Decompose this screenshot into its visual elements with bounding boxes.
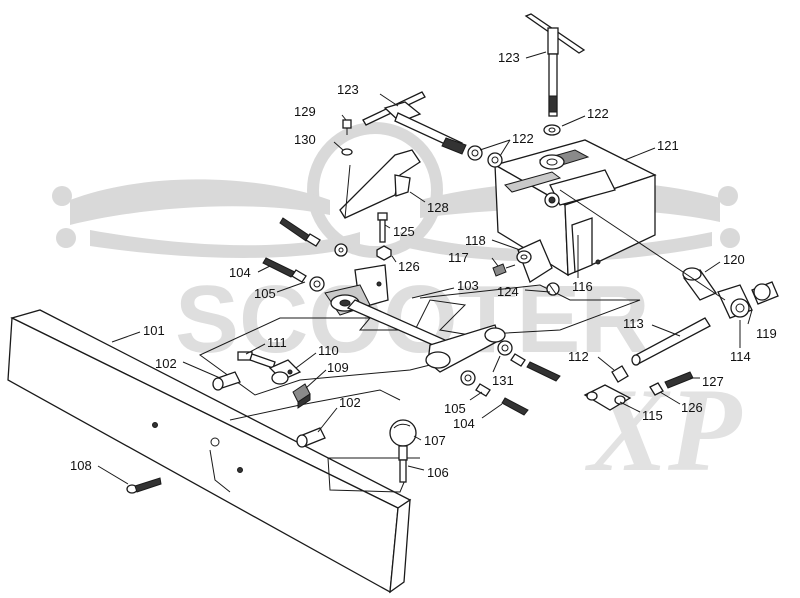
label-123: 123 — [498, 50, 520, 65]
label-104: 104 — [229, 265, 251, 280]
label-112: 112 — [568, 349, 589, 364]
label-124: 124 — [497, 284, 519, 299]
label-122: 122 — [587, 106, 609, 121]
part-123-t-handle-vertical — [524, 13, 586, 117]
label-122: 122 — [512, 131, 534, 146]
part-103-slide-assembly — [324, 264, 506, 373]
leader-lines — [97, 51, 753, 485]
label-111: 111 — [267, 335, 287, 350]
label-102: 102 — [155, 356, 177, 371]
part-123-t-handle-horizontal — [362, 91, 467, 155]
label-105: 105 — [444, 401, 466, 416]
part-104-105-131-right-studs — [460, 340, 561, 416]
label-117: 117 — [448, 250, 469, 265]
label-109: 109 — [327, 360, 349, 375]
label-118: 118 — [465, 233, 486, 248]
label-126: 126 — [398, 259, 420, 274]
part-102-pins — [212, 371, 326, 448]
part-113-114-119-120-shafts — [559, 189, 779, 366]
label-121: 121 — [657, 138, 679, 153]
part-122-washers — [467, 124, 565, 170]
label-125: 125 — [393, 224, 415, 239]
part-112-115-126-127-clip — [583, 365, 694, 411]
label-103: 103 — [457, 278, 479, 293]
part-101-fence-bar — [7, 309, 412, 594]
label-106: 106 — [427, 465, 449, 480]
label-113: 113 — [623, 316, 644, 331]
part-109-110-111-clamp — [237, 351, 311, 409]
part-104-105-left-studs — [262, 217, 348, 292]
scooter-watermark: SCOOTER XP — [52, 122, 743, 496]
label-116: 116 — [572, 279, 593, 294]
label-126: 126 — [681, 400, 703, 415]
label-101: 101 — [143, 323, 165, 338]
part-128-bracket — [339, 149, 421, 219]
watermark-suffix-text: XP — [584, 363, 743, 496]
label-128: 128 — [427, 200, 449, 215]
label-130: 130 — [294, 132, 316, 147]
label-127: 127 — [702, 374, 724, 389]
part-125-126-screw-nut — [376, 212, 392, 261]
label-108: 108 — [70, 458, 92, 473]
label-123: 123 — [337, 82, 359, 97]
label-115: 115 — [642, 408, 663, 423]
label-120: 120 — [723, 252, 745, 267]
label-110: 110 — [318, 343, 339, 358]
part-106-107-knob — [389, 419, 417, 483]
label-107: 107 — [424, 433, 446, 448]
part-108-screw — [126, 477, 162, 494]
part-116-118-117-124-linkage — [492, 239, 560, 296]
label-104: 104 — [453, 416, 475, 431]
label-114: 114 — [730, 349, 751, 364]
label-119: 119 — [756, 326, 777, 341]
label-129: 129 — [294, 104, 316, 119]
part-number-labels: 101 102 102 103 104 105 104 105 106 107 … — [70, 50, 777, 480]
label-131: 131 — [492, 373, 514, 388]
label-105: 105 — [254, 286, 276, 301]
part-129-130-screw-washer — [341, 119, 353, 156]
label-102: 102 — [339, 395, 361, 410]
